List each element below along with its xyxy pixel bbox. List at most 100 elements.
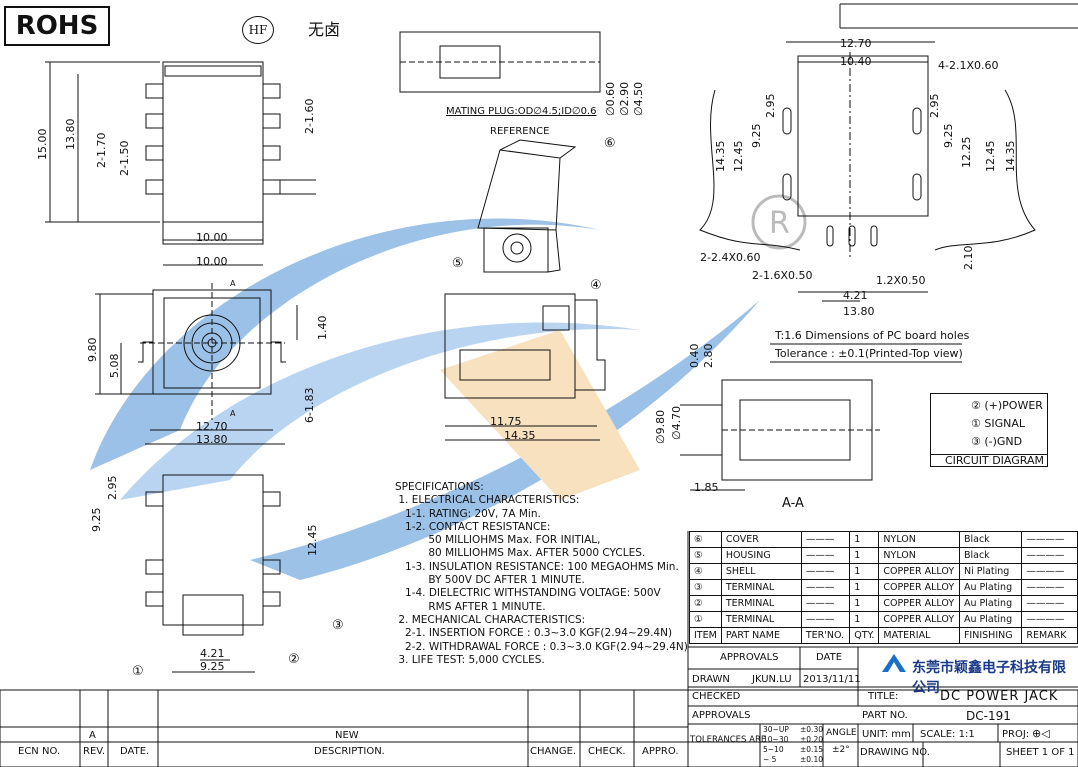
pcb-tolerance: Tolerance : ±0.1(Printed-Top view) xyxy=(775,347,963,360)
hf-badge: HF xyxy=(242,16,274,44)
specifications: SPECIFICATIONS: 1. ELECTRICAL CHARACTERI… xyxy=(395,481,688,666)
dim-label: 9.25 xyxy=(750,123,763,149)
title-label: TITLE: xyxy=(868,691,899,702)
bom-cell-name: HOUSING xyxy=(720,547,802,564)
bom-cell-remark: ———— xyxy=(1021,595,1078,612)
bom-cell-item: ⑤ xyxy=(689,547,722,564)
dim-label: 5.08 xyxy=(108,353,121,379)
section-mark: A xyxy=(230,279,236,288)
tolerance-range: 10~30 xyxy=(763,735,789,744)
dim-label: 2.10 xyxy=(962,245,975,271)
dim-label: 9.25 xyxy=(942,123,955,149)
rohs-badge: ROHS xyxy=(4,6,110,46)
callout: ⑤ xyxy=(452,256,464,271)
mating-plug-label: MATING PLUG:OD∅4.5;ID∅0.6 xyxy=(446,106,597,117)
reference-label: REFERENCE xyxy=(490,126,550,137)
unit-label: UNIT: mm xyxy=(862,729,911,740)
dim-label: 2-1.60 xyxy=(303,98,316,134)
dim-label: 1.2X0.50 xyxy=(876,274,926,287)
date-header: DATE xyxy=(816,652,843,663)
company-logo-icon xyxy=(882,654,906,672)
bom-cell-remark: ———— xyxy=(1021,531,1078,548)
bom-cell-qty: 1 xyxy=(849,579,880,596)
dim-label: 14.35 xyxy=(714,140,727,173)
dim-label: 14.35 xyxy=(504,429,536,442)
dim-label: 9.25 xyxy=(200,660,225,673)
dim-label: 13.80 xyxy=(843,305,875,318)
dim-label: 13.80 xyxy=(196,433,228,446)
circuit-line: ③ (-)GND xyxy=(971,435,1023,448)
bom-cell-finish: Au Plating xyxy=(958,579,1023,596)
bom-cell-item: ④ xyxy=(689,563,722,580)
callout: ② xyxy=(288,652,300,667)
appro-header: APPRO. xyxy=(642,746,679,757)
bom-cell-finish: Au Plating xyxy=(958,595,1023,612)
bom-cell-material: NYLON xyxy=(878,531,960,548)
bom-cell-ter: ——— xyxy=(800,563,851,580)
dim-label: 2-1.6X0.50 xyxy=(752,269,813,282)
bom-cell-finish: Ni Plating xyxy=(958,563,1023,580)
bom-cell-item: ② xyxy=(689,595,722,612)
bom-cell-remark: ———— xyxy=(1021,611,1078,628)
dim-label: 4.21 xyxy=(843,289,868,302)
angle-label: ANGLE xyxy=(826,728,857,738)
bom-cell-name: TERMINAL xyxy=(720,611,802,628)
circuit-diagram: ② (+)POWER ① SIGNAL ③ (-)GND CIRCUIT DIA… xyxy=(930,393,1048,467)
date-header: DATE. xyxy=(120,746,150,757)
section-title: A-A xyxy=(782,496,804,511)
check-header: CHECK. xyxy=(588,746,626,757)
pcb-note: T:1.6 Dimensions of PC board holes xyxy=(775,329,970,342)
bom-cell-finish: Black xyxy=(958,531,1023,548)
dim-label: 2.80 xyxy=(702,343,715,369)
bom-cell-item: ITEM xyxy=(689,627,722,644)
description-header: DESCRIPTION. xyxy=(314,746,385,757)
dim-label: 12.45 xyxy=(306,524,319,557)
dim-label: 2.95 xyxy=(928,93,941,119)
callout: ⑥ xyxy=(604,136,616,151)
part-number: DC-191 xyxy=(966,709,1011,723)
drawn-by: JKUN.LU xyxy=(752,674,792,685)
bom-cell-item: ⑥ xyxy=(689,531,722,548)
circuit-title: CIRCUIT DIAGRAM xyxy=(931,454,1047,467)
bom-cell-qty: 1 xyxy=(849,563,880,580)
bom-cell-qty: QTY. xyxy=(849,627,880,644)
dim-label: 10.00 xyxy=(196,231,228,244)
bom-cell-name: TERMINAL xyxy=(720,579,802,596)
rev-header: REV. xyxy=(83,746,105,757)
dim-label: 13.80 xyxy=(64,118,77,151)
dim-label: 2-1.50 xyxy=(118,140,131,176)
bom-cell-item: ① xyxy=(689,611,722,628)
bom-cell-remark: ———— xyxy=(1021,547,1078,564)
bom-cell-material: COPPER ALLOY xyxy=(878,579,960,596)
dim-label: 10.00 xyxy=(196,255,228,268)
dim-label: 1.40 xyxy=(316,315,329,341)
dim-label: ∅4.50 xyxy=(632,81,645,116)
checked-label: CHECKED xyxy=(692,691,741,702)
dim-label: ∅4.70 xyxy=(670,405,683,440)
halogen-free-label: 无卤 xyxy=(308,20,341,39)
callout: ③ xyxy=(332,618,344,633)
tolerance-value: ±0.30 xyxy=(800,725,823,734)
bom-cell-item: ③ xyxy=(689,579,722,596)
bom-cell-name: PART NAME xyxy=(720,627,802,644)
projection-icon: ⊕◁ xyxy=(1032,727,1050,740)
tolerance-value: ±0.10 xyxy=(800,755,823,764)
bom-cell-ter: ——— xyxy=(800,531,851,548)
dim-label: 11.75 xyxy=(490,415,522,428)
circuit-line: ② (+)POWER xyxy=(971,399,1043,412)
angle-value: ±2° xyxy=(832,745,850,755)
bom-cell-name: TERMINAL xyxy=(720,595,802,612)
bom-cell-ter: ——— xyxy=(800,595,851,612)
dim-label: 10.40 xyxy=(840,55,872,68)
circuit-line: ① SIGNAL xyxy=(971,417,1025,430)
approvals-header: APPROVALS xyxy=(720,652,779,663)
dim-label: 12.45 xyxy=(984,140,997,173)
tolerance-range: 30~UP xyxy=(763,725,789,734)
dim-label: ∅0.60 xyxy=(604,81,617,116)
